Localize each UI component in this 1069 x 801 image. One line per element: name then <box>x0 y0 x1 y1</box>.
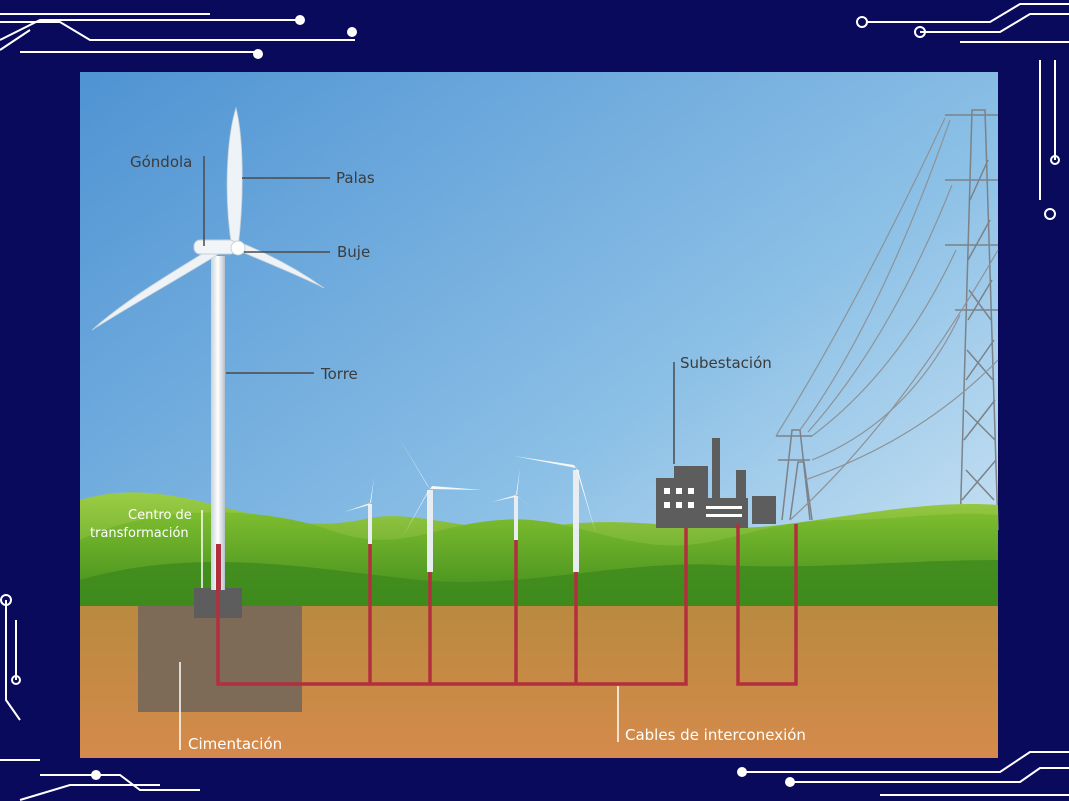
illustration-panel: Góndola Palas Buje Torre Subestación Cen… <box>80 72 999 758</box>
power-line-towers <box>775 109 999 531</box>
label-gondola: Góndola <box>130 153 192 171</box>
label-centro-line1: Centro de <box>128 508 192 523</box>
label-palas: Palas <box>336 169 375 187</box>
blade-up <box>226 106 243 249</box>
label-cables: Cables de interconexión <box>625 726 806 744</box>
hills <box>80 492 998 608</box>
turbine-small-2 <box>398 436 482 572</box>
turbine-small-3 <box>492 468 534 540</box>
label-subestacion: Subestación <box>680 354 772 372</box>
main-turbine <box>91 106 325 590</box>
blade-right <box>241 243 325 289</box>
nacelle <box>193 239 237 255</box>
turbine-small-1 <box>344 478 388 544</box>
label-cimentacion: Cimentación <box>188 735 282 753</box>
callout-lines <box>203 156 675 464</box>
turbine-small-4 <box>514 418 624 572</box>
callout-lines-white <box>179 510 619 750</box>
blade-left <box>91 243 223 331</box>
label-buje: Buje <box>337 243 370 261</box>
label-torre: Torre <box>320 365 358 383</box>
circuit-decoration-bottom-left <box>0 594 200 801</box>
label-centro-line2: transformación <box>90 526 189 541</box>
foundation <box>138 606 302 712</box>
circuit-decoration-top-left <box>0 13 357 59</box>
small-turbines <box>344 418 624 572</box>
hub <box>230 240 246 256</box>
circuit-decoration-top-right <box>856 3 1069 220</box>
interconnection-cables <box>216 524 798 686</box>
substation-building <box>656 438 776 528</box>
circuit-decoration-bottom-right <box>737 751 1069 796</box>
turbine-tower <box>211 256 225 590</box>
